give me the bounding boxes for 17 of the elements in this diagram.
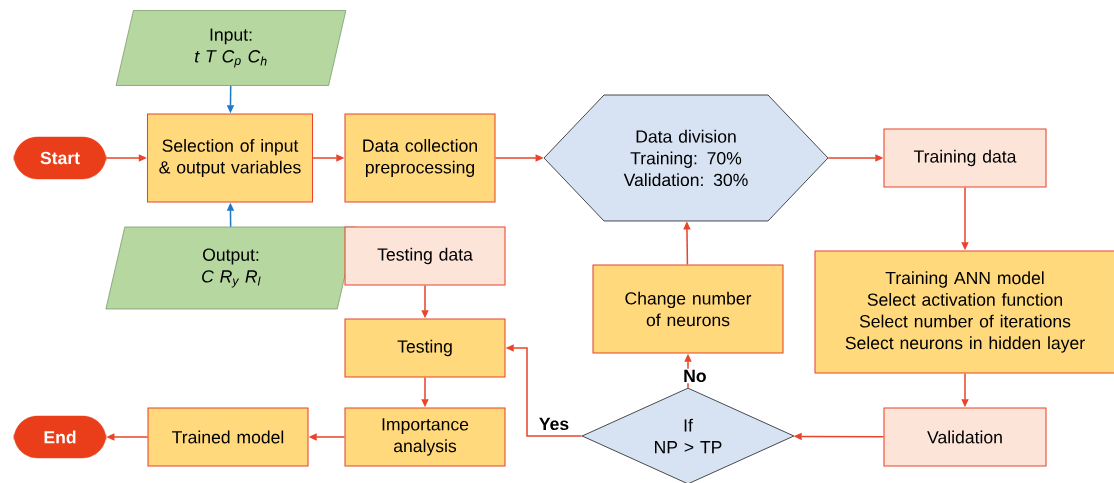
data-parallelogram: Output: C R$_{y}$ R$_{l}$: [105, 226, 357, 310]
data-box: Training data: [883, 128, 1047, 188]
terminal-pill: Start: [13, 136, 107, 180]
process-box: Importance analysis: [344, 407, 506, 467]
data-parallelogram: Input: t T C$_{p}$ C$_{h}$: [115, 10, 347, 86]
data-box: Testing data: [344, 226, 506, 286]
process-box: Data collection preprocessing: [344, 113, 496, 203]
process-box: Selection of input & output variables: [147, 113, 314, 203]
data-box: Validation: [883, 407, 1047, 467]
process-box: Trained model: [147, 407, 309, 467]
edge-label: No: [682, 368, 708, 384]
process-box: Training ANN model Select activation function Select number of iterations Select neurons in hidden layer: [814, 250, 1114, 374]
decision-hexagon: Data division Training: 70% Validation: 30%: [543, 94, 829, 222]
process-box: Testing: [344, 318, 506, 378]
edge-label: Yes: [537, 416, 571, 432]
terminal-pill: End: [13, 415, 107, 459]
process-box: Change number of neurons: [592, 264, 784, 354]
